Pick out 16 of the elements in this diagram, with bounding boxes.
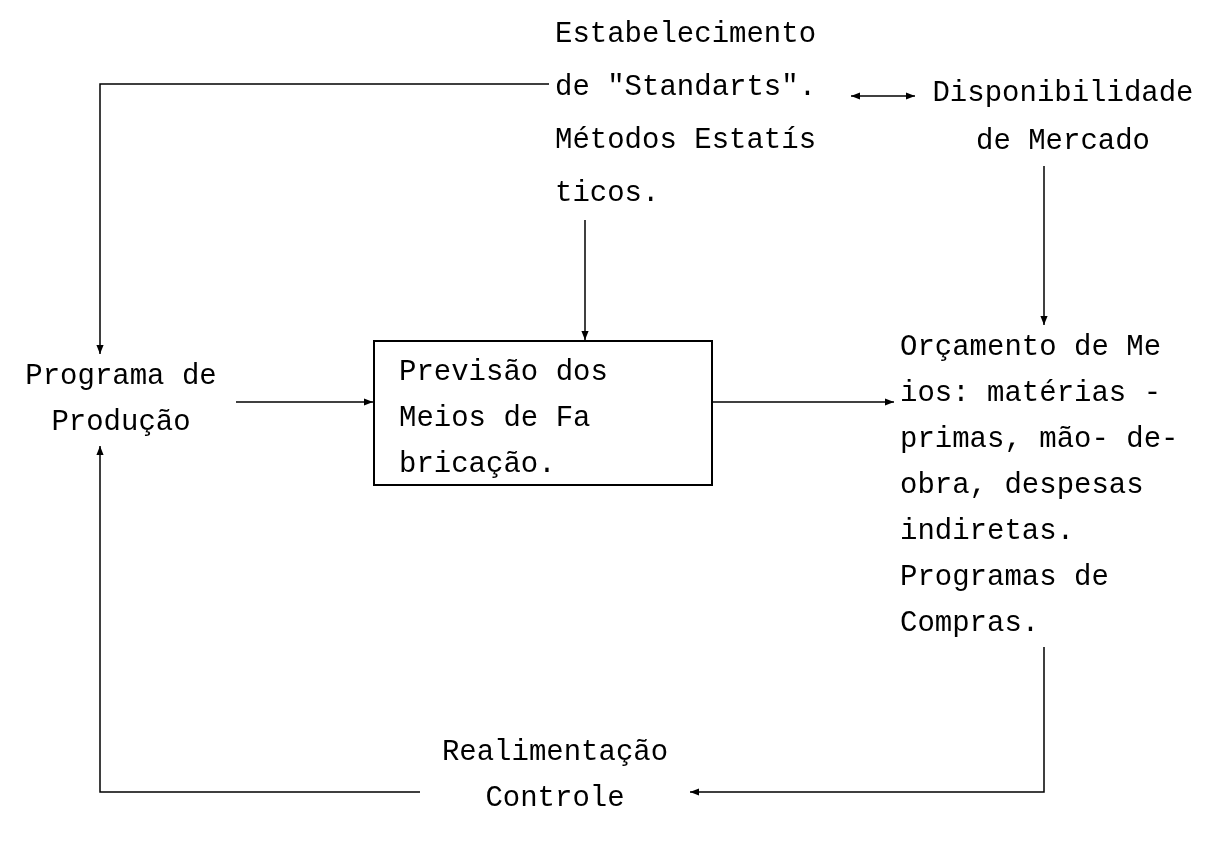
node-label: Realimentação Controle (440, 735, 670, 817)
arrow (712, 398, 895, 406)
arrow (1040, 165, 1048, 326)
arrow (581, 219, 589, 341)
node-label: Disponibilidade de Mercado (931, 76, 1195, 160)
arrow (96, 83, 550, 355)
node-label: Programas de Compras. (900, 560, 1110, 642)
node-label: Previsão dos Meios de Fa bricação. (399, 355, 609, 483)
arrow (96, 445, 421, 793)
arrow (235, 398, 374, 406)
process-box (373, 340, 713, 486)
node-label: Estabelecimento de "Standarts". Métodos Estatís ticos. (555, 17, 818, 212)
node-label: Orçamento de Me ios: matérias - primas, mão- de- obra, despesas indiretas. (900, 330, 1180, 550)
arrow (850, 92, 916, 100)
node-label: Programa de Produção (24, 359, 218, 441)
arrow (689, 646, 1045, 796)
